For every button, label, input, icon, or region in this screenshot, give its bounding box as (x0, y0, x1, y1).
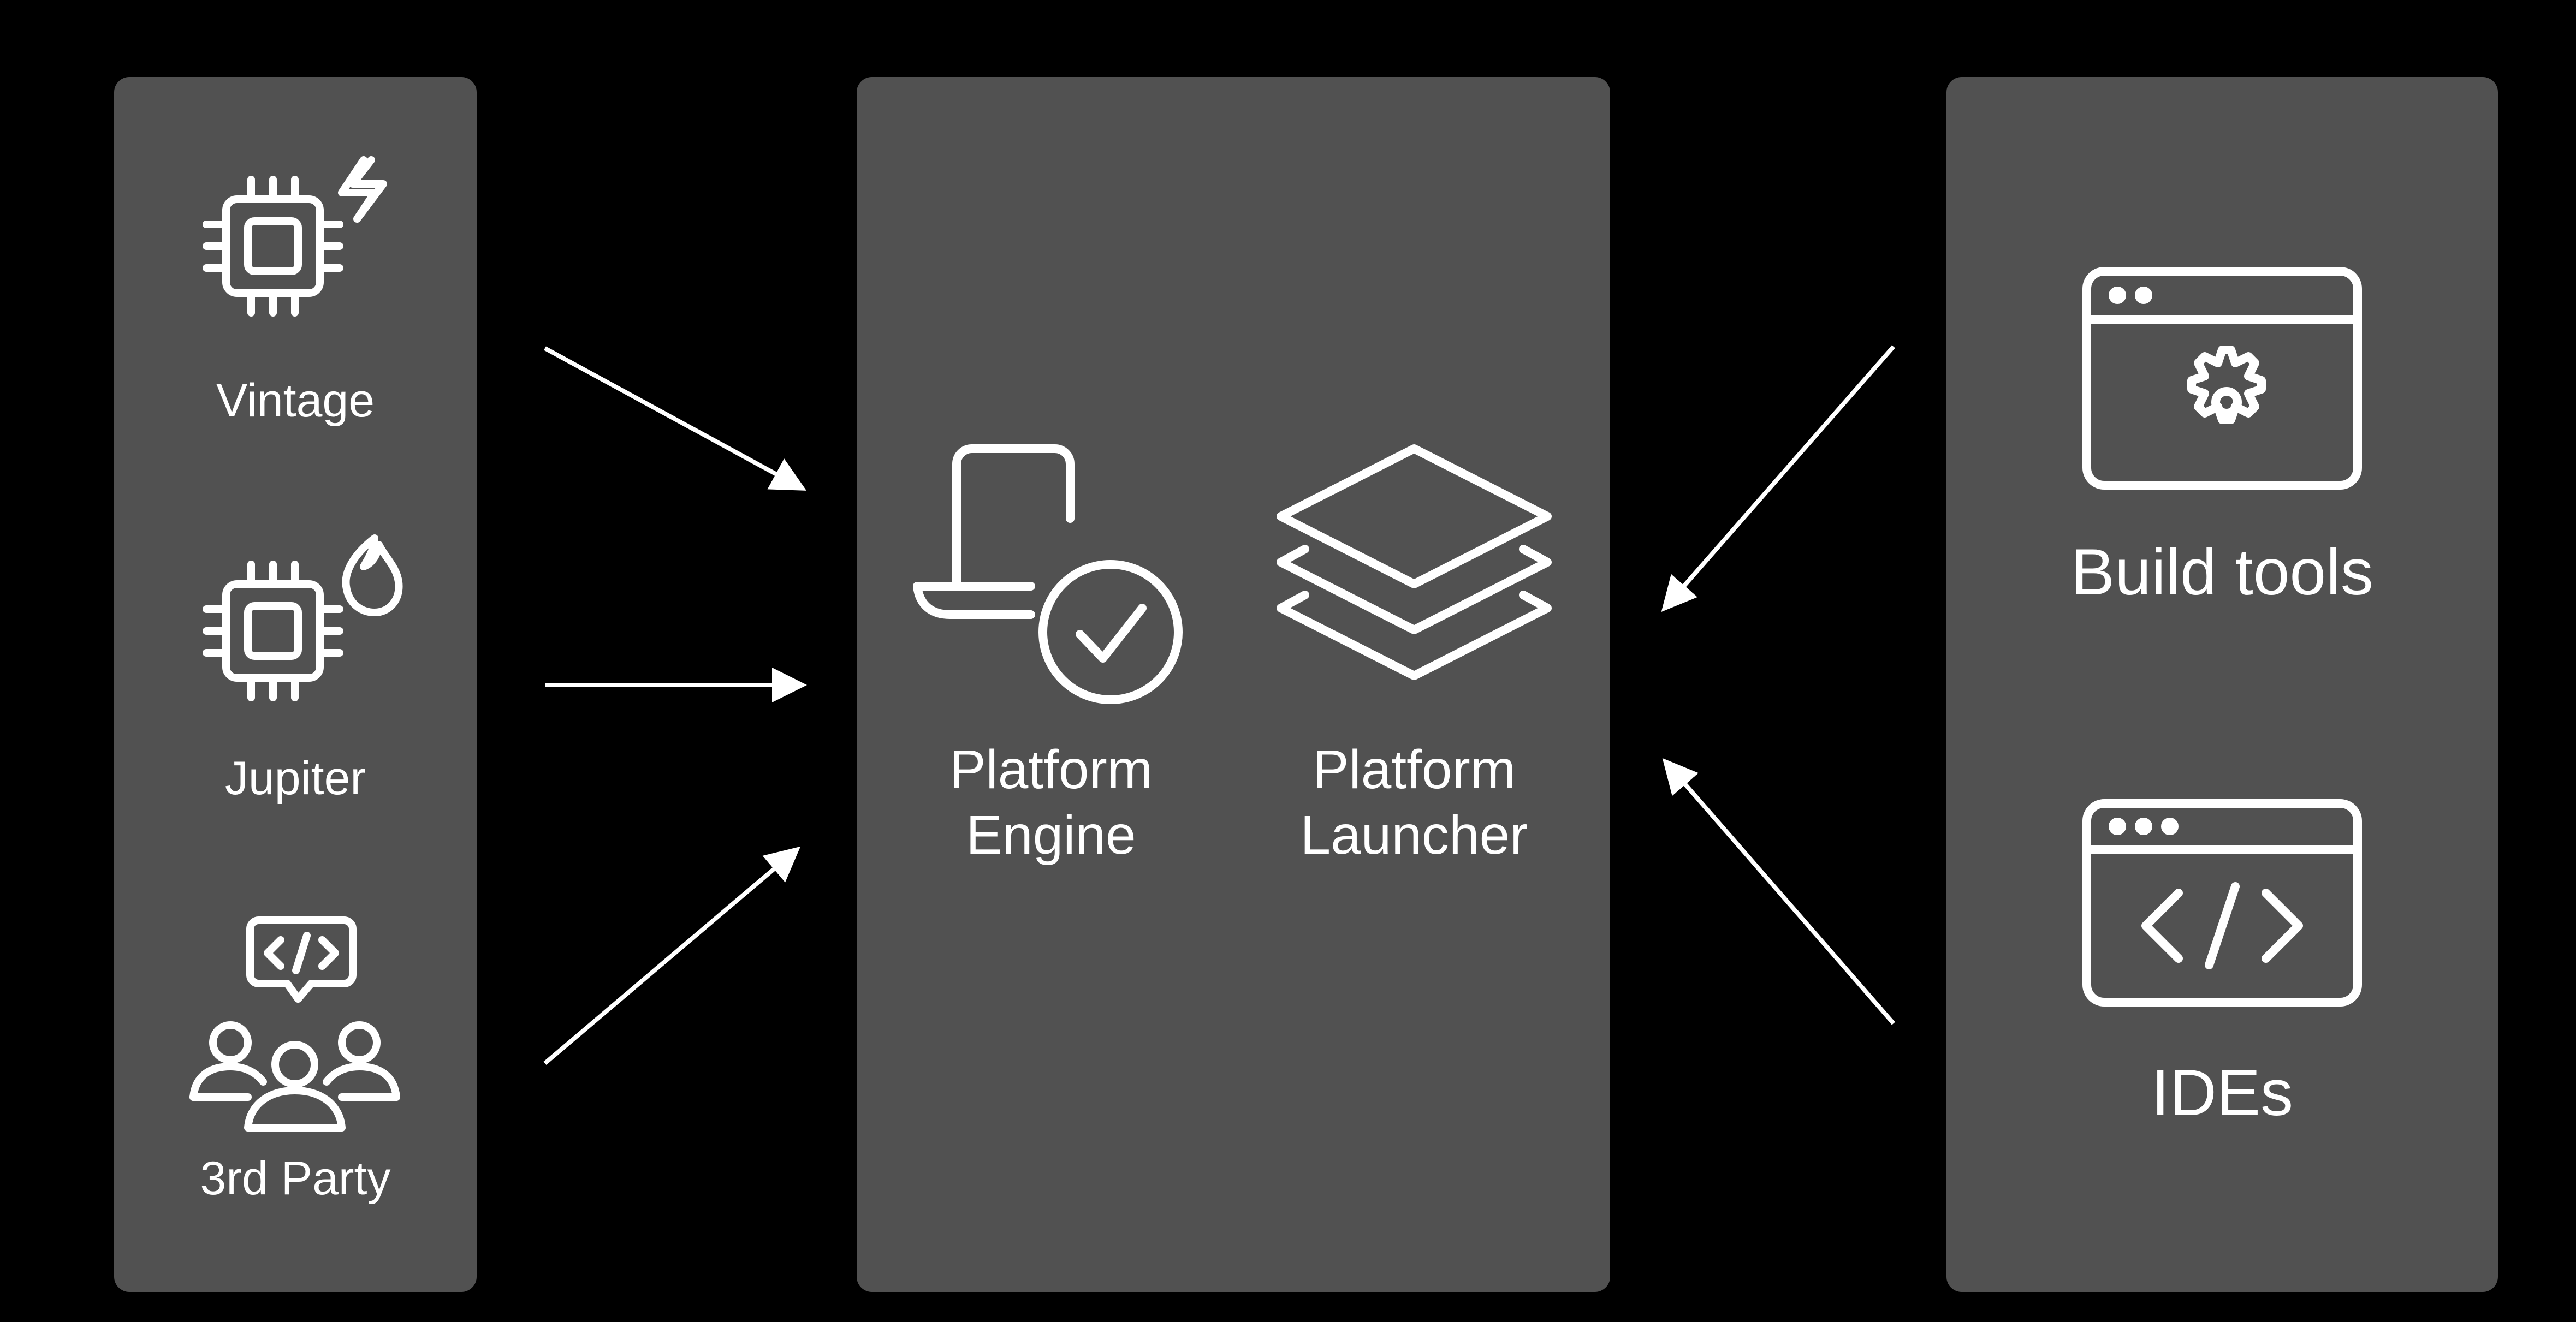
client-label-build-tools: Build tools (2071, 535, 2373, 609)
cpu-flame-icon (191, 529, 404, 737)
arrow-3rd-party-to-platform (543, 846, 801, 1065)
client-label-ides: IDEs (2151, 1056, 2294, 1129)
arrow-build-tools-to-platform (1661, 345, 1896, 612)
source-label-vintage: Vintage (216, 374, 375, 427)
source-label-jupiter: Jupiter (224, 752, 366, 805)
platform-panel (857, 77, 1610, 1292)
window-gear-icon (2080, 265, 2364, 494)
laptop-check-icon (913, 442, 1191, 710)
platform-engine-label-line1: Platform (949, 739, 1153, 800)
platform-engine-label-line2: Engine (966, 805, 1136, 866)
source-label-3rd-party: 3rd Party (200, 1152, 391, 1205)
window-code-icon (2080, 797, 2364, 1010)
cpu-lightning-icon (191, 156, 399, 358)
arrow-vintage-to-platform (544, 346, 807, 491)
platform-launcher-label-line1: Platform (1312, 739, 1516, 800)
arrow-ides-to-platform (1662, 758, 1896, 1025)
community-code-icon (180, 912, 409, 1135)
platform-engine-label: Platform Engine (904, 737, 1198, 868)
layers-icon (1272, 442, 1556, 710)
platform-launcher-label: Platform Launcher (1267, 737, 1562, 868)
clients-panel (1946, 77, 2498, 1292)
platform-launcher-label-line2: Launcher (1300, 805, 1528, 866)
